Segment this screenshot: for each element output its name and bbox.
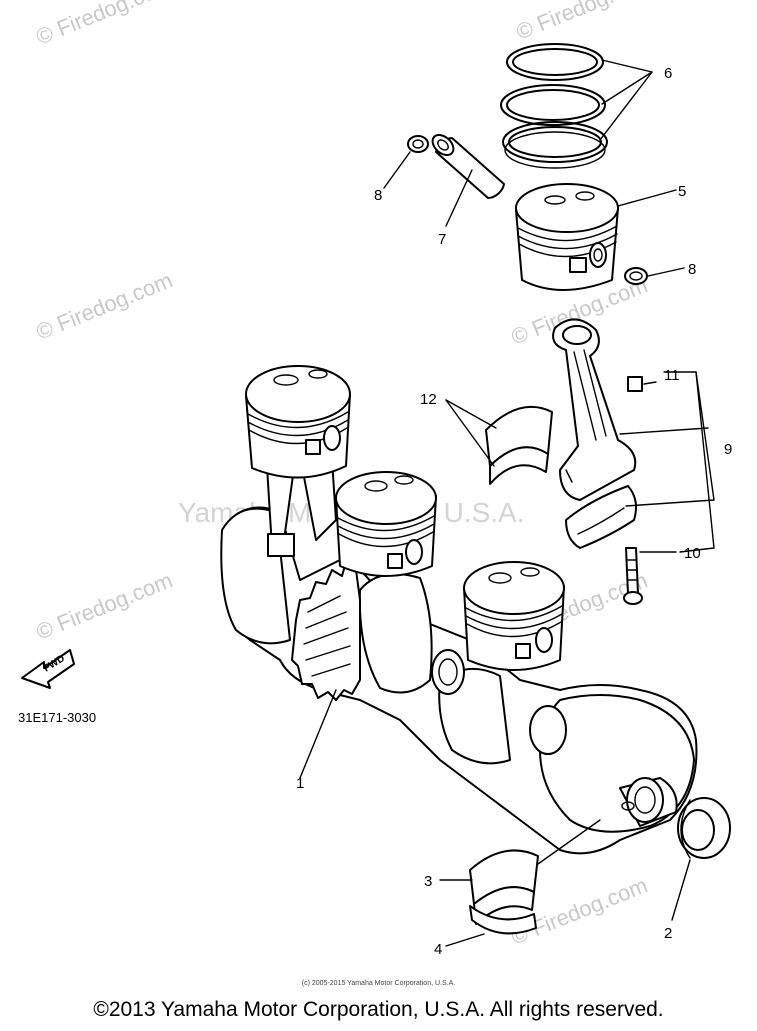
connecting-rod [552, 318, 643, 605]
piston-rings [500, 43, 608, 169]
watermark-firedog: © Firedog.com [33, 567, 176, 644]
callout-12: 12 [420, 391, 437, 408]
watermark-firedog: © Firedog.com [513, 0, 656, 45]
piston-pin [431, 134, 505, 199]
circlip-top [407, 135, 429, 153]
callout-3: 3 [424, 873, 432, 890]
main-bearings [469, 849, 539, 935]
callout-11: 11 [664, 367, 680, 384]
oil-seal [677, 797, 731, 859]
leader-lines [299, 59, 715, 947]
circlip-right [624, 267, 648, 285]
callout-10: 10 [684, 545, 701, 562]
callout-9: 9 [724, 441, 732, 458]
watermark-firedog: © Firedog.com [33, 0, 176, 50]
callouts: 6 5 7 8 8 12 11 9 10 1 3 4 2 [296, 65, 732, 958]
callout-1: 1 [296, 775, 304, 792]
watermark-firedog: © Firedog.com [33, 267, 176, 344]
callout-8: 8 [688, 261, 696, 278]
fwd-arrow-icon: FWD [21, 649, 75, 689]
copyright-footer: ©2013 Yamaha Motor Corporation, U.S.A. A… [93, 998, 664, 1021]
callout-5: 5 [678, 183, 686, 200]
callout-7: 7 [438, 231, 446, 248]
small-copyright: (c) 2005-2015 Yamaha Motor Corporation, … [301, 980, 456, 987]
callout-8: 8 [374, 187, 382, 204]
callout-2: 2 [664, 925, 672, 942]
callout-6: 6 [664, 65, 672, 82]
crankshaft-assembly [220, 365, 698, 855]
part-code: 31E171-3030 [18, 710, 96, 725]
rod-bearings [485, 405, 553, 485]
piston [515, 183, 619, 291]
callout-4: 4 [434, 941, 442, 958]
